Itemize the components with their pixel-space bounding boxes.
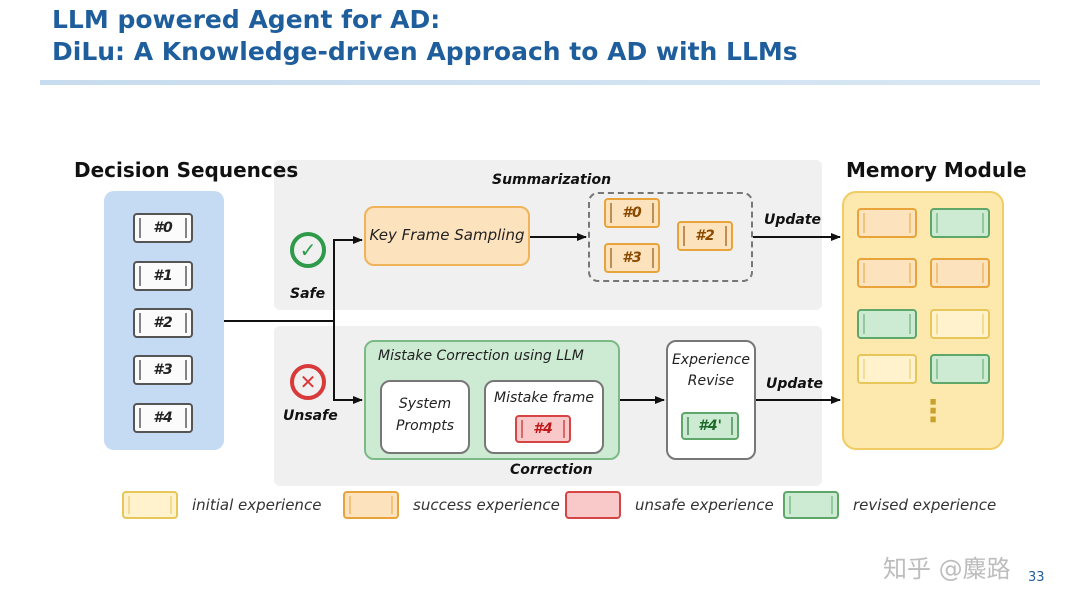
memory-slot-7 bbox=[857, 354, 917, 384]
legend-label-unsafe: unsafe experience bbox=[635, 496, 774, 514]
legend-label-revised: revised experience bbox=[853, 496, 997, 514]
legend-swatch-unsafe bbox=[565, 491, 621, 519]
memory-slot-3 bbox=[857, 258, 917, 288]
legend-swatch-revised bbox=[783, 491, 839, 519]
system-prompts-box: System Prompts bbox=[380, 380, 470, 454]
decision-frame-0: #0 bbox=[133, 213, 193, 243]
experience-revise-box: Experience Revise bbox=[666, 340, 756, 460]
decision-frame-2: #2 bbox=[133, 308, 193, 338]
unsafe-label: Unsafe bbox=[283, 408, 338, 424]
experience-revise-line1: Experience bbox=[671, 352, 751, 368]
memory-slot-8 bbox=[930, 354, 990, 384]
unsafe-cross-icon: ✕ bbox=[290, 364, 326, 400]
memory-slot-6 bbox=[930, 309, 990, 339]
mistake-frame-item: #4 bbox=[515, 415, 571, 443]
key-frame-sampling-label: Key Frame Sampling bbox=[369, 226, 525, 244]
sampled-frame-0: #0 bbox=[604, 198, 660, 228]
safe-check-icon: ✓ bbox=[290, 232, 326, 268]
decision-sequences-title: Decision Sequences bbox=[74, 158, 299, 182]
memory-module-title: Memory Module bbox=[846, 158, 1027, 182]
mistake-frame-label: Mistake frame bbox=[493, 390, 595, 406]
memory-slot-5 bbox=[857, 309, 917, 339]
summarization-title: Summarization bbox=[492, 172, 612, 188]
memory-slot-1 bbox=[857, 208, 917, 238]
legend-swatch-success bbox=[343, 491, 399, 519]
legend-swatch-initial bbox=[122, 491, 178, 519]
memory-slot-2 bbox=[930, 208, 990, 238]
mistake-correction-title: Mistake Correction using LLM bbox=[378, 348, 584, 364]
memory-ellipsis: ⋮ bbox=[918, 394, 948, 429]
watermark: 知乎 @麋路 bbox=[883, 555, 1011, 583]
experience-revise-line2: Revise bbox=[687, 373, 735, 389]
safe-label: Safe bbox=[290, 286, 326, 302]
slide-title: LLM powered Agent for AD: DiLu: A Knowle… bbox=[52, 4, 798, 68]
system-prompts-line1: System bbox=[398, 396, 452, 412]
legend-label-success: success experience bbox=[413, 496, 560, 514]
sampled-frames-group bbox=[588, 192, 753, 282]
sampled-frame-3: #3 bbox=[604, 243, 660, 273]
key-frame-sampling-box: Key Frame Sampling bbox=[364, 206, 530, 266]
system-prompts-line2: Prompts bbox=[395, 418, 455, 434]
decision-frame-4: #4 bbox=[133, 403, 193, 433]
revised-frame-item: #4' bbox=[681, 412, 739, 440]
memory-slot-4 bbox=[930, 258, 990, 288]
page-number: 33 bbox=[1028, 570, 1045, 585]
decision-frame-3: #3 bbox=[133, 355, 193, 385]
title-line-2: DiLu: A Knowledge-driven Approach to AD … bbox=[52, 37, 798, 66]
title-divider bbox=[40, 80, 1040, 85]
title-line-1: LLM powered Agent for AD: bbox=[52, 5, 441, 34]
decision-frame-1: #1 bbox=[133, 261, 193, 291]
summary-update-label: Update bbox=[764, 212, 822, 228]
correction-title: Correction bbox=[510, 462, 593, 478]
legend-label-initial: initial experience bbox=[192, 496, 322, 514]
sampled-frame-2: #2 bbox=[677, 221, 733, 251]
correction-update-label: Update bbox=[766, 376, 824, 392]
